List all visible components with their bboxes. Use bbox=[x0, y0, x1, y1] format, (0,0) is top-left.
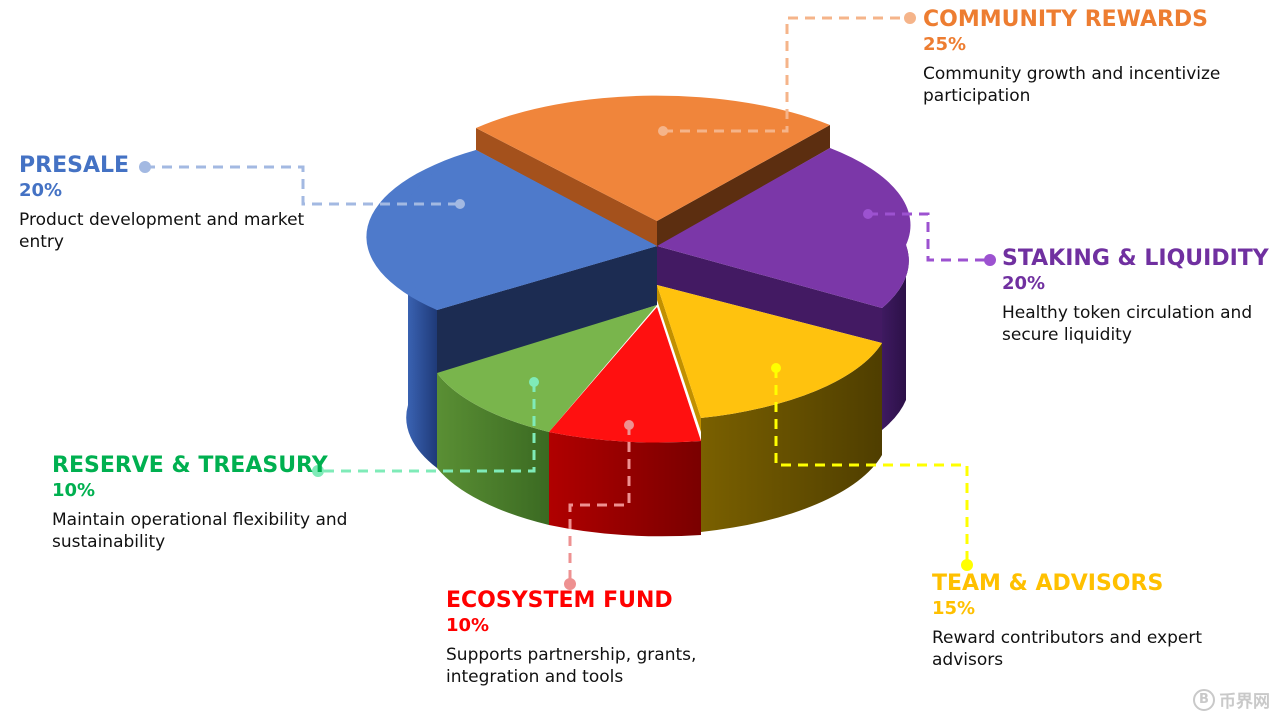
reserve-treasury-percent: 10% bbox=[52, 480, 96, 501]
community-side-left bbox=[476, 128, 657, 247]
community-leader-line bbox=[663, 16, 910, 133]
reserve-side bbox=[437, 373, 549, 525]
community-rewards-percent: 25% bbox=[923, 34, 967, 55]
staking-liquidity-callout: STAKING & LIQUIDITY 20% Healthy token ci… bbox=[1002, 246, 1272, 346]
eco-leader-dot bbox=[624, 420, 634, 430]
reserve-leader-line bbox=[318, 382, 536, 473]
staking-liquidity-title: STAKING & LIQUIDITY bbox=[1002, 246, 1269, 271]
team-advisors-percent: 15% bbox=[932, 598, 976, 619]
reserve-treasury-title: RESERVE & TREASURY bbox=[52, 453, 328, 478]
team-inner-face bbox=[657, 285, 701, 432]
team-advisors-description: Reward contributors and expert advisors bbox=[932, 628, 1203, 670]
community-side-right bbox=[657, 125, 830, 247]
ecosystem-fund-percent: 10% bbox=[446, 615, 490, 636]
presale-title: PRESALE bbox=[19, 153, 130, 178]
staking-leader-dot bbox=[863, 209, 873, 219]
watermark: B 币界网 bbox=[1193, 687, 1270, 712]
community-rewards-callout: COMMUNITY REWARDS 25% Community growth a… bbox=[923, 7, 1263, 107]
community-leader-dot-end bbox=[904, 12, 916, 24]
ecosystem-fund-title: ECOSYSTEM FUND bbox=[446, 588, 673, 613]
reserve-leader-dot bbox=[529, 377, 539, 387]
bitcoin-b-icon: B bbox=[1193, 688, 1215, 711]
community-top bbox=[476, 95, 830, 221]
staking-top bbox=[657, 148, 911, 308]
team-top bbox=[657, 285, 882, 418]
staking-liquidity-percent: 20% bbox=[1002, 273, 1046, 294]
community-rewards-description: Community growth and incentivize partici… bbox=[923, 64, 1221, 106]
reserve-treasury-callout: RESERVE & TREASURY 10% Maintain operatio… bbox=[52, 453, 392, 553]
reserve-leader-dot-end bbox=[312, 465, 324, 477]
ecosystem-fund-description: Supports partnership, grants, integratio… bbox=[446, 645, 697, 687]
community-leader-dot bbox=[658, 126, 668, 136]
presale-top-arc bbox=[400, 150, 657, 310]
team-leader-dot-end bbox=[961, 559, 973, 571]
staking-liquidity-description: Healthy token circulation and secure liq… bbox=[1002, 303, 1253, 345]
team-advisors-callout: TEAM & ADVISORS 15% Reward contributors … bbox=[932, 571, 1262, 671]
eco-side bbox=[549, 432, 701, 537]
staking-side bbox=[882, 245, 909, 430]
reserve-top bbox=[437, 305, 657, 432]
staking-leader-line bbox=[868, 212, 990, 262]
ecosystem-fund-callout: ECOSYSTEM FUND 10% Supports partnership,… bbox=[446, 588, 746, 688]
eco-leader-line bbox=[568, 425, 631, 584]
team-leader-line bbox=[774, 368, 969, 565]
reserve-treasury-description: Maintain operational flexibility and sus… bbox=[52, 510, 348, 552]
presale-callout: PRESALE 20% Product development and mark… bbox=[19, 153, 349, 253]
eco-top bbox=[549, 307, 701, 443]
presale-percent: 20% bbox=[19, 180, 63, 201]
presale-description: Product development and market entry bbox=[19, 210, 305, 252]
presale-leader-dot-end bbox=[139, 161, 151, 173]
team-side bbox=[701, 343, 882, 532]
community-rewards-title: COMMUNITY REWARDS bbox=[923, 7, 1209, 32]
watermark-text: 币界网 bbox=[1219, 692, 1270, 712]
staking-inner-face bbox=[657, 246, 882, 343]
team-leader-dot bbox=[771, 363, 781, 373]
team-advisors-title: TEAM & ADVISORS bbox=[932, 571, 1164, 596]
eco-leader-dot-end bbox=[564, 578, 576, 590]
presale-inner-face bbox=[437, 246, 657, 375]
presale-leader-line bbox=[145, 165, 460, 206]
presale-leader-dot bbox=[455, 199, 465, 209]
staking-leader-dot-end bbox=[984, 254, 996, 266]
